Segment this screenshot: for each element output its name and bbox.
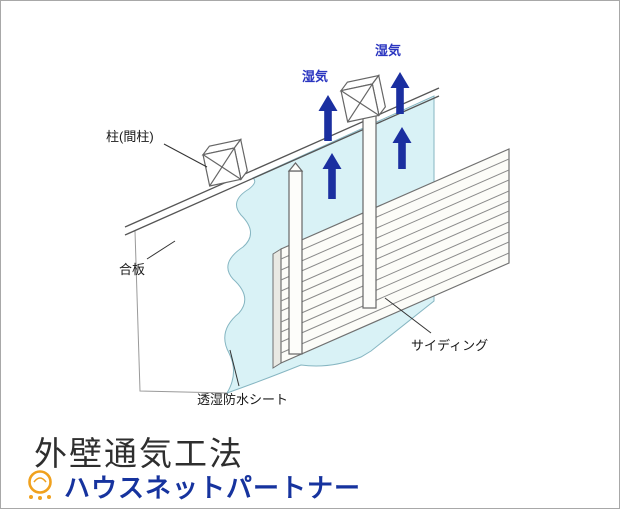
up-arrow-icon [390,72,410,114]
leader-siding [384,297,432,334]
furring-strip-right [361,106,378,309]
leader-pillar [163,143,208,168]
brand-row: ハウスネットパートナー [21,467,361,505]
siding-board-lines [280,158,510,354]
wall-ventilation-diagram: 湿気 湿気 柱(間柱) 合板 透湿防水シート サイディング [106,43,510,407]
moisture-arrows [318,72,412,199]
label-siding: サイディング [411,338,488,353]
plywood-edge [134,230,228,394]
page-title: 外壁通気工法 [34,437,244,473]
label-pillar: 柱(間柱) [106,129,154,144]
label-moisture-left: 湿気 [302,69,328,84]
siding-panel [272,148,510,369]
leader-lines [146,143,432,387]
up-arrow-icon [318,95,338,141]
up-arrow-icon [322,153,342,199]
stud-cross-section-right [339,74,386,123]
furring-strip-left [287,162,304,355]
leader-sheet [229,349,240,387]
label-moisture-top: 湿気 [375,43,401,58]
label-plywood: 合板 [119,262,145,277]
brand-logo-icon [28,470,52,500]
siding-front-face [280,148,510,364]
up-arrow-icon [392,127,412,169]
wall-top-lines [124,87,440,236]
stud-cross-section-left [201,138,248,187]
brand-name: ハウスネットパートナー [64,472,362,503]
leader-plywood [146,240,176,260]
siding-side-face [272,248,282,369]
label-breathable-sheet: 透湿防水シート [197,392,288,407]
